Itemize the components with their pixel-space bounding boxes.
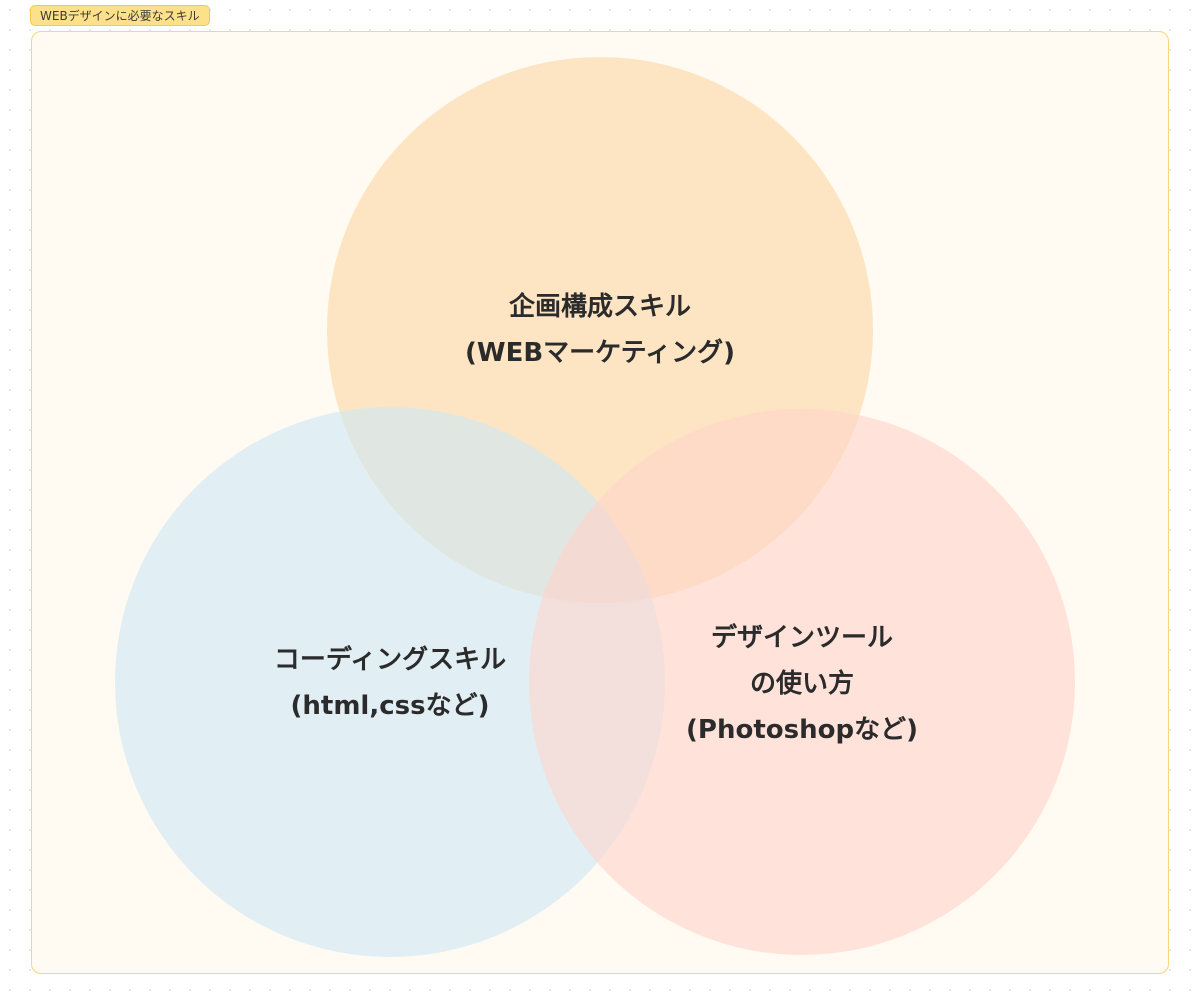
venn-label-line: (Photoshopなど) bbox=[686, 715, 918, 745]
venn-label-line: (WEBマーケティング) bbox=[465, 338, 735, 368]
venn-label-line: (html,cssなど) bbox=[290, 691, 490, 721]
frame-label[interactable]: WEBデザインに必要なスキル bbox=[30, 5, 210, 26]
venn-label-line: 企画構成スキル bbox=[508, 292, 692, 322]
venn-label-coding: コーディングスキル (html,cssなど) bbox=[274, 637, 506, 729]
venn-label-design-tools: デザインツール の使い方 (Photoshopなど) bbox=[686, 615, 918, 753]
venn-circle-design-tools[interactable] bbox=[529, 409, 1075, 955]
venn-label-line: の使い方 bbox=[749, 669, 855, 699]
venn-label-line: コーディングスキル bbox=[273, 645, 507, 675]
venn-circle-coding[interactable] bbox=[115, 407, 665, 957]
venn-label-planning: 企画構成スキル (WEBマーケティング) bbox=[465, 284, 735, 376]
venn-label-line: デザインツール bbox=[710, 623, 894, 653]
